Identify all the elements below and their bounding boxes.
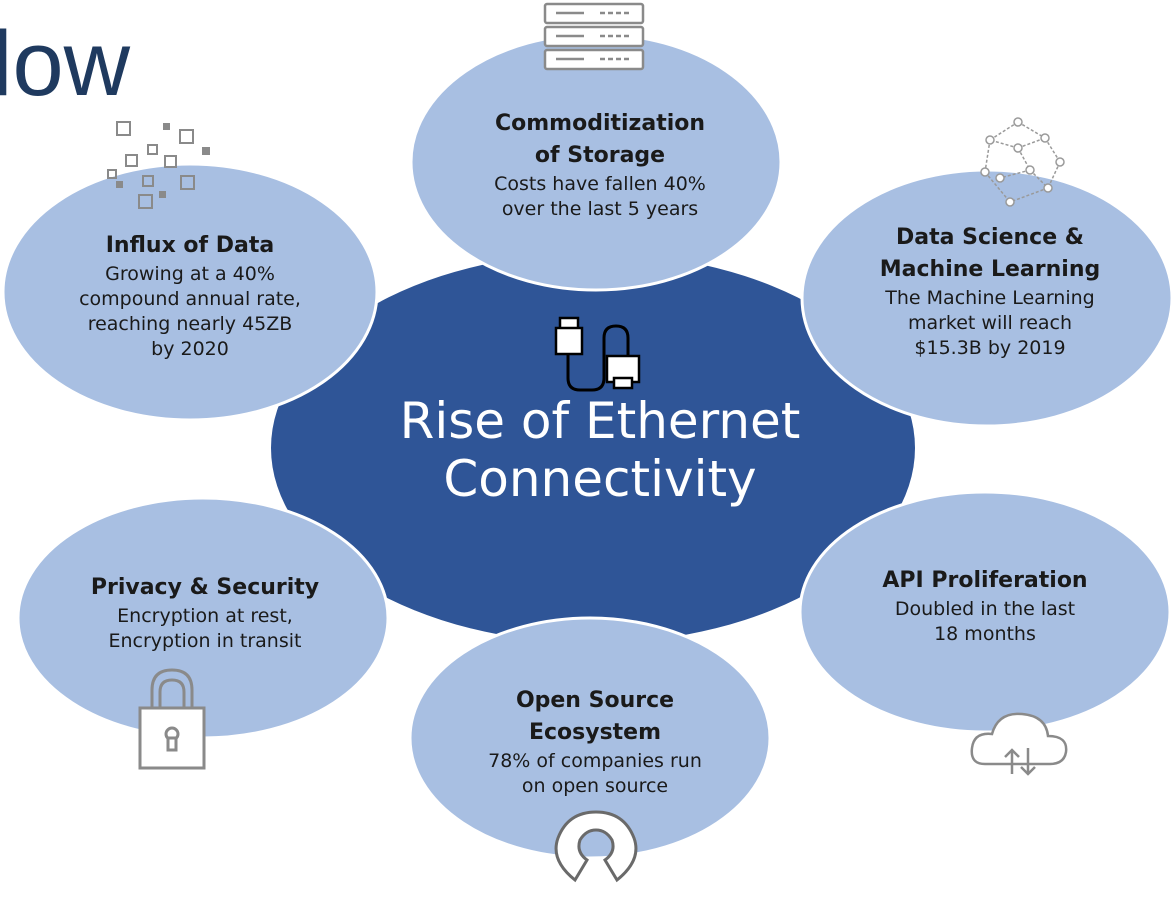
- bubble-description: Doubled in the last: [894, 598, 1076, 620]
- bubble-description: Encryption in transit: [108, 630, 302, 652]
- bubble-description: over the last 5 years: [501, 198, 699, 220]
- bubble-description: The Machine Learning: [885, 287, 1095, 309]
- bubble-data: [1, 162, 379, 422]
- bubble-title: API Proliferation: [882, 568, 1088, 593]
- bubble-description: 78% of companies run: [488, 750, 702, 772]
- page-title: low: [0, 13, 131, 115]
- bubble-title: Ecosystem: [528, 720, 662, 745]
- bubble-api: [798, 490, 1172, 734]
- bubble-title: Data Science &: [896, 225, 1084, 250]
- padlock-icon: [138, 668, 206, 770]
- bubble-ds-text: Data Science & Machine Learning The Mach…: [830, 222, 1150, 361]
- bubble-description: Costs have fallen 40%: [494, 173, 706, 195]
- bubble-description: 18 months: [934, 623, 1036, 645]
- bubble-description: $15.3B by 2019: [914, 337, 1066, 359]
- center-ellipse: [271, 253, 915, 643]
- bubble-title: Open Source: [515, 688, 675, 713]
- bubble-storage-text: Commoditization of Storage Costs have fa…: [460, 108, 740, 222]
- bubble-description: reaching nearly 45ZB: [87, 313, 293, 335]
- bubble-description: on open source: [521, 775, 669, 797]
- bubble-description: Growing at a 40%: [105, 263, 275, 285]
- bubble-api-text: API Proliferation Doubled in the last 18…: [830, 565, 1140, 647]
- ethernet-cable-icon: [554, 316, 641, 392]
- server-rack-icon: [543, 2, 645, 71]
- bubble-data-text: Influx of Data Growing at a 40% compound…: [40, 230, 340, 362]
- bubble-description: market will reach: [907, 312, 1073, 334]
- bubble-title: of Storage: [534, 143, 666, 168]
- bubble-description: Encryption at rest,: [117, 605, 293, 627]
- data-squares-icon: [107, 121, 210, 209]
- bubble-title: Commoditization: [494, 111, 706, 136]
- bubble-description: by 2020: [151, 338, 229, 360]
- center-title: Rise of Ethernet Connectivity: [360, 392, 840, 508]
- bubble-privacy-text: Privacy & Security Encryption at rest, E…: [55, 572, 355, 654]
- bubble-title: Privacy & Security: [90, 575, 320, 600]
- bubble-description: compound annual rate,: [79, 288, 301, 310]
- bubble-open-text: Open Source Ecosystem 78% of companies r…: [460, 685, 730, 799]
- bubble-open: [408, 616, 772, 860]
- center-title-line2: Connectivity: [443, 450, 757, 508]
- center-title-line1: Rise of Ethernet: [399, 392, 801, 450]
- network-graph-icon: [980, 117, 1065, 207]
- bubble-title: Influx of Data: [105, 233, 275, 258]
- cloud-sync-icon: [970, 712, 1068, 776]
- open-source-icon: [554, 810, 638, 883]
- bubble-title: Machine Learning: [879, 257, 1101, 282]
